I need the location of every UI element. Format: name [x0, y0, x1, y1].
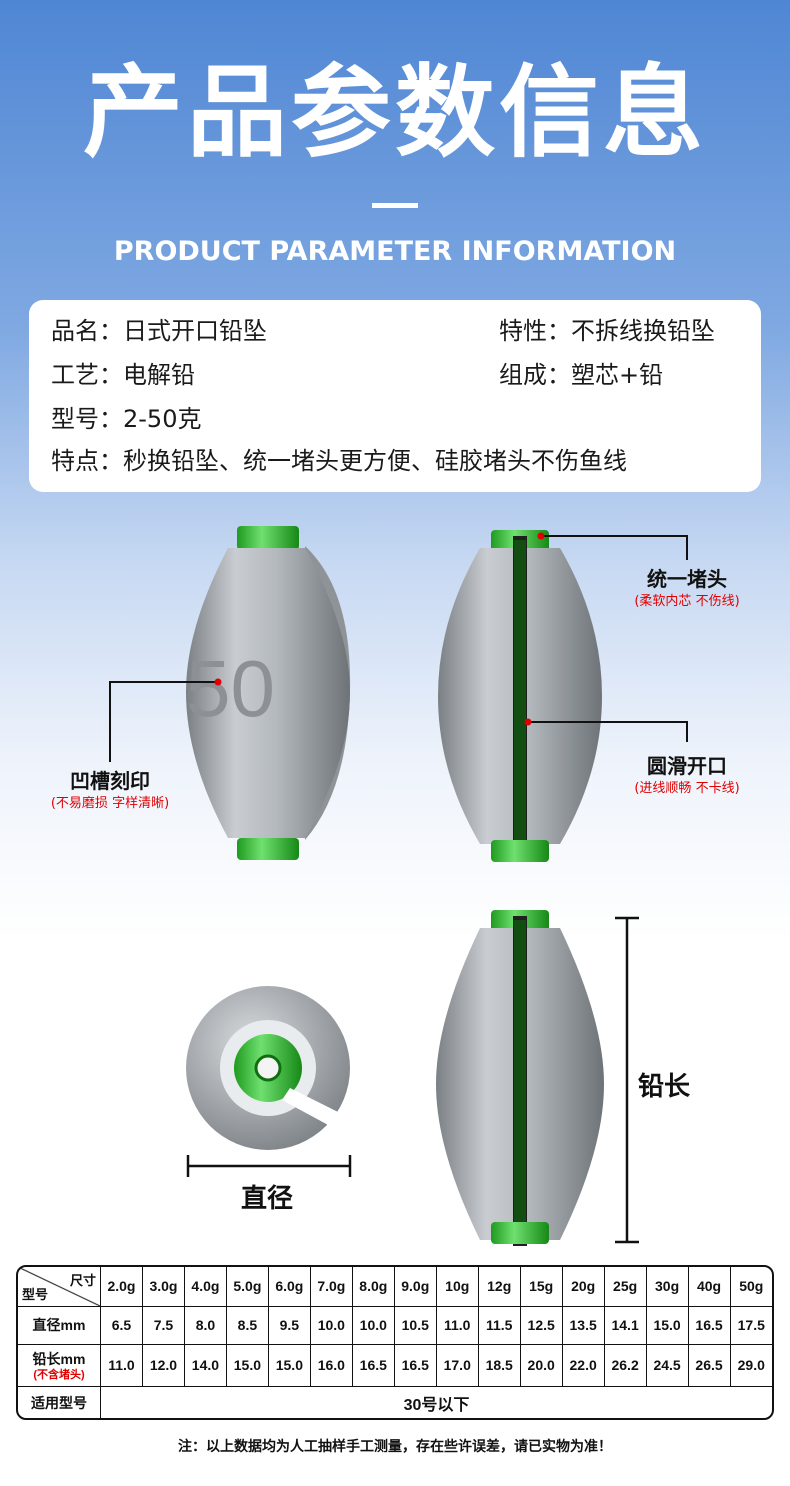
diameter-cell: 6.5	[100, 1305, 143, 1345]
diameter-cell: 10.0	[351, 1305, 395, 1345]
length-cell: 29.0	[729, 1343, 772, 1387]
length-cell: 15.0	[225, 1343, 269, 1387]
length-cell: 11.0	[100, 1343, 143, 1387]
sinker-side-view: 50	[186, 526, 351, 860]
weight-cell: 8.0g	[351, 1267, 395, 1307]
opening-leader-line	[528, 721, 688, 742]
spec-table: 尺寸 型号 2.0g 3.0g 4.0g 5.0g 6.0g 7.0g 8.0g…	[16, 1265, 774, 1420]
applicable-value: 30号以下	[100, 1385, 772, 1418]
engraving-leader-line	[109, 681, 218, 762]
length-cell: 24.5	[645, 1343, 689, 1387]
product-illustration: 50	[0, 500, 790, 1260]
info-product-name: 品名：日式开口铅坠	[51, 317, 267, 345]
weight-cell: 9.0g	[393, 1267, 437, 1307]
diameter-cell: 14.1	[603, 1305, 647, 1345]
diameter-label: 直径	[241, 1184, 294, 1214]
diameter-cell: 8.0	[183, 1305, 227, 1345]
weight-cell: 40g	[687, 1267, 731, 1307]
weight-cell: 4.0g	[183, 1267, 227, 1307]
weight-cell: 3.0g	[141, 1267, 185, 1307]
length-cell: 15.0	[267, 1343, 311, 1387]
length-row-note: (不含堵头)	[33, 1369, 85, 1381]
opening-callout-sub: (进线顺畅 不卡线)	[634, 781, 740, 796]
cap-callout-sub: (柔软内芯 不伤线)	[634, 594, 740, 609]
weight-cell: 20g	[561, 1267, 605, 1307]
cap-leader-line	[541, 535, 688, 560]
weight-cell: 7.0g	[309, 1267, 353, 1307]
weight-cell: 5.0g	[225, 1267, 269, 1307]
diameter-cell: 13.5	[561, 1305, 605, 1345]
length-cell: 17.0	[435, 1343, 479, 1387]
bottom-cap	[237, 838, 299, 860]
table-row-applicable: 适用型号 30号以下	[18, 1385, 772, 1418]
table-row-weights: 尺寸 型号 2.0g 3.0g 4.0g 5.0g 6.0g 7.0g 8.0g…	[18, 1267, 772, 1307]
opening-callout-title: 圆滑开口	[647, 754, 727, 778]
length-row-label: 铅长mm (不含堵头)	[18, 1343, 101, 1387]
sinker-front-view	[438, 530, 602, 862]
length-cell: 16.5	[393, 1343, 437, 1387]
length-cell: 12.0	[141, 1343, 185, 1387]
page-subtitle: PRODUCT PARAMETER INFORMATION	[113, 236, 677, 267]
product-info-card: 品名：日式开口铅坠 特性：不拆线换铅坠 工艺：电解铅 组成：塑芯+铅 型号：2-…	[29, 300, 761, 492]
diameter-cell: 7.5	[141, 1305, 185, 1345]
info-property: 特性：不拆线换铅坠	[499, 317, 715, 345]
footnote: 注：以上数据均为人工抽样手工测量，存在些许误差，请已实物为准！	[178, 1439, 612, 1455]
weight-cell: 10g	[435, 1267, 479, 1307]
table-corner-cell: 尺寸 型号	[18, 1267, 101, 1307]
length-label: 铅长	[638, 1072, 691, 1102]
diameter-cell: 10.0	[309, 1305, 353, 1345]
length-cell: 14.0	[183, 1343, 227, 1387]
weight-cell: 25g	[603, 1267, 647, 1307]
diameter-cell: 8.5	[225, 1305, 269, 1345]
length-cell: 26.5	[687, 1343, 731, 1387]
info-craft: 工艺：电解铅	[51, 361, 195, 389]
cap-callout-title: 统一堵头	[647, 567, 727, 591]
diameter-row-label: 直径mm	[18, 1305, 101, 1345]
page-title: 产品参数信息	[83, 54, 707, 171]
title-divider	[372, 203, 418, 208]
length-cell: 22.0	[561, 1343, 605, 1387]
top-cap	[237, 526, 299, 550]
diameter-cell: 16.5	[687, 1305, 731, 1345]
info-model: 型号：2-50克	[51, 405, 202, 433]
sinker-length-view	[436, 910, 604, 1246]
length-cell: 26.2	[603, 1343, 647, 1387]
length-cell: 16.5	[351, 1343, 395, 1387]
diameter-cell: 17.5	[729, 1305, 772, 1345]
diameter-cell: 12.5	[519, 1305, 563, 1345]
engraving-callout-sub: (不易磨损 字样清晰)	[50, 796, 170, 811]
engraved-number: 50	[186, 644, 275, 733]
sinker-drawing: 50	[109, 526, 688, 1246]
sinker-end-view	[186, 986, 350, 1150]
info-composition: 组成：塑芯+铅	[499, 361, 664, 389]
length-cell: 18.5	[477, 1343, 521, 1387]
weight-cell: 2.0g	[100, 1267, 143, 1307]
table-row-length: 铅长mm (不含堵头) 11.0 12.0 14.0 15.0 15.0 16.…	[18, 1343, 772, 1387]
diameter-cell: 15.0	[645, 1305, 689, 1345]
length-cell: 16.0	[309, 1343, 353, 1387]
weight-cell: 12g	[477, 1267, 521, 1307]
weight-cell: 6.0g	[267, 1267, 311, 1307]
weight-cell: 15g	[519, 1267, 563, 1307]
diameter-cell: 11.0	[435, 1305, 479, 1345]
diameter-cell: 9.5	[267, 1305, 311, 1345]
info-features: 特点：秒换铅坠、统一堵头更方便、硅胶堵头不伤鱼线	[51, 447, 627, 475]
length-cell: 20.0	[519, 1343, 563, 1387]
applicable-row-label: 适用型号	[18, 1385, 101, 1418]
table-row-diameter: 直径mm 6.5 7.5 8.0 8.5 9.5 10.0 10.0 10.5 …	[18, 1305, 772, 1345]
engraving-callout-title: 凹槽刻印	[70, 769, 150, 793]
weight-cell: 30g	[645, 1267, 689, 1307]
diameter-cell: 11.5	[477, 1305, 521, 1345]
diameter-cell: 10.5	[393, 1305, 437, 1345]
weight-cell: 50g	[729, 1267, 772, 1307]
